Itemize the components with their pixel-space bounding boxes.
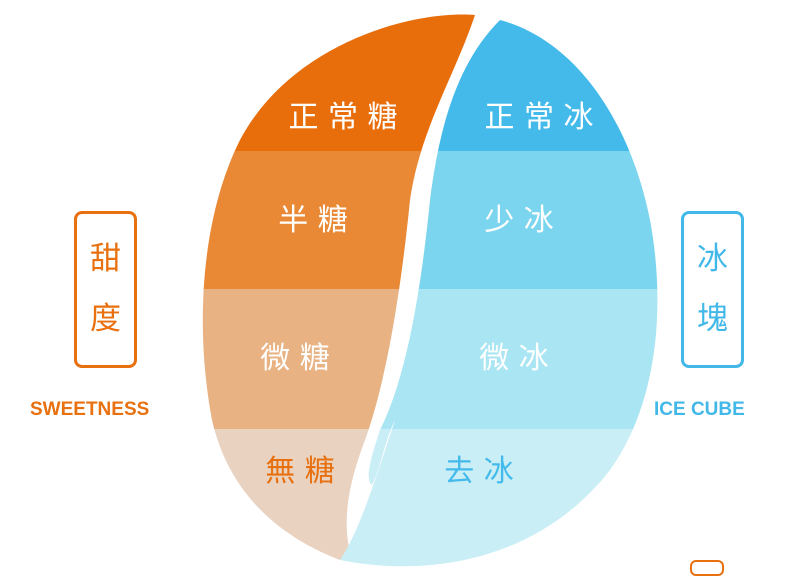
ice-level-0: 正 常 冰 [484, 100, 593, 135]
ice-level-3: 去 冰 [444, 454, 514, 489]
ice-level-1: 少 冰 [484, 203, 554, 238]
ice-label-box: 冰 塊 [681, 211, 744, 368]
cup-icon [690, 560, 724, 576]
ice-band-3 [340, 429, 658, 567]
ice-level-2: 微 冰 [479, 341, 549, 376]
ice-char-2: 塊 [697, 301, 728, 338]
sweetness-caption: SWEETNESS [30, 399, 150, 420]
ice-caption: ICE CUBE [654, 399, 745, 420]
sweetness-label-box: 甜 度 [74, 211, 137, 368]
sweetness-char-2: 度 [90, 301, 121, 338]
sweetness-level-0: 正 常 糖 [288, 100, 397, 135]
sweetness-char-1: 甜 [90, 240, 121, 277]
ice-char-1: 冰 [697, 240, 728, 277]
sweetness-level-3: 無 糖 [265, 454, 335, 489]
sweetness-level-1: 半 糖 [278, 203, 348, 238]
sweetness-level-2: 微 糖 [260, 341, 330, 376]
